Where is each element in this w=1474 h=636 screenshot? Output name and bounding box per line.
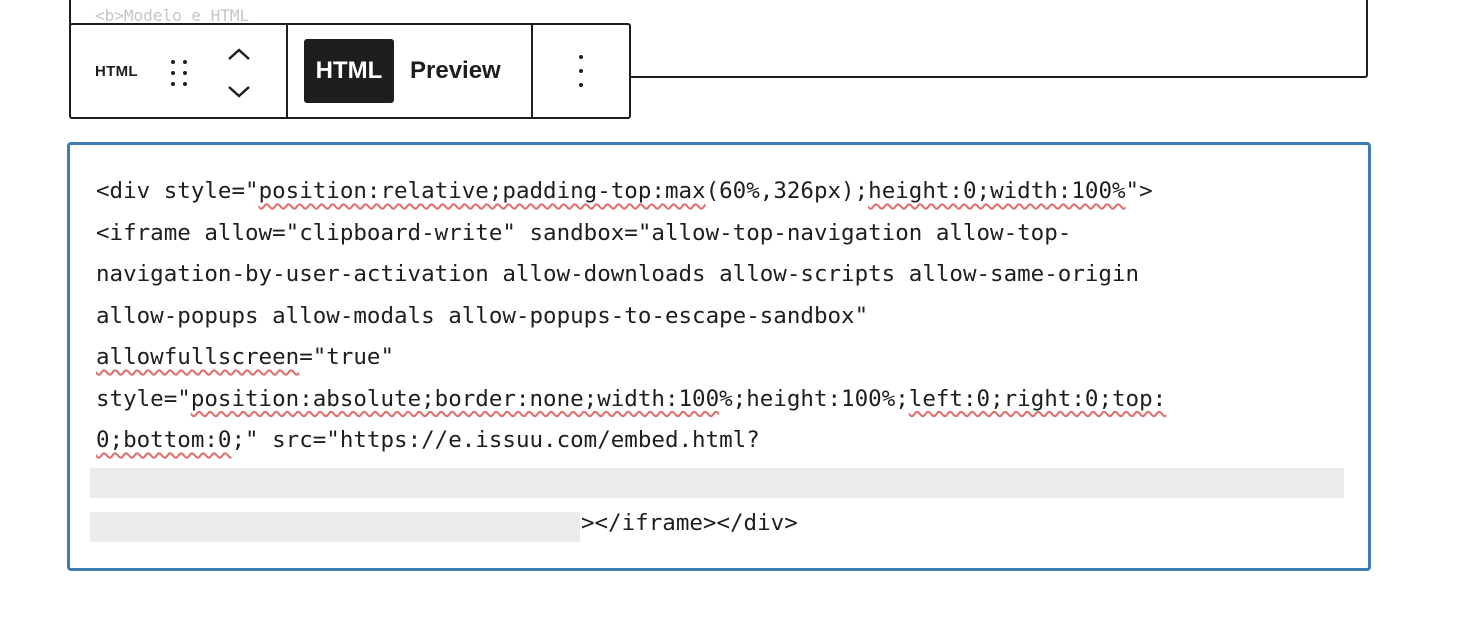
previous-block-text: <b>Modelo e HTML: [95, 6, 250, 25]
code-segment: ="true": [299, 344, 395, 370]
block-mover: [225, 47, 253, 99]
code-segment: style=": [96, 385, 191, 412]
chevron-up-icon[interactable]: [226, 47, 252, 61]
mode-switch-group: HTML Preview: [286, 25, 531, 117]
options-group: [531, 25, 629, 117]
code-segment: ">: [1125, 178, 1153, 204]
code-segment: allow-popups allow-modals allow-popups-t…: [96, 302, 869, 329]
code-line: navigation-by-user-activation allow-down…: [96, 254, 1336, 296]
code-text[interactable]: <div style="position:relative;padding-to…: [96, 171, 1336, 462]
redacted-region: [90, 512, 580, 542]
code-segment: <div style=": [96, 178, 259, 204]
code-line: <div style="position:relative;padding-to…: [96, 171, 1336, 213]
spellcheck-flagged-text: allowfullscreen: [96, 344, 300, 370]
code-closing-tags: ></iframe></div>: [581, 510, 798, 536]
drag-handle-icon[interactable]: [169, 58, 189, 88]
code-segment: ;" src="https://e.issuu.com/embed.html?: [231, 427, 760, 453]
html-code-editor[interactable]: <div style="position:relative;padding-to…: [67, 142, 1371, 571]
code-segment: navigation-by-user-activation allow-down…: [96, 261, 1140, 287]
code-segment: <iframe allow="clipboard-write" sandbox=…: [96, 219, 1072, 246]
spellcheck-flagged-text: height:0;width:100%: [868, 178, 1126, 204]
code-line: 0;bottom:0;" src="https://e.issuu.com/em…: [96, 420, 1336, 462]
spellcheck-flagged-text: position:absolute;border:none;width:100: [190, 385, 720, 412]
spellcheck-flagged-text: position:relative;padding-top:max: [258, 178, 706, 204]
code-line: allowfullscreen="true": [96, 337, 1336, 379]
code-segment: (60%,326px);: [705, 178, 869, 204]
block-toolbar: HTML HTML Preview: [69, 23, 631, 119]
redacted-region: [90, 468, 1344, 498]
code-line: <iframe allow="clipboard-write" sandbox=…: [96, 213, 1336, 255]
html-tab-button[interactable]: HTML: [304, 39, 394, 103]
code-line: allow-popups allow-modals allow-popups-t…: [96, 296, 1336, 338]
code-line: style="position:absolute;border:none;wid…: [96, 379, 1336, 421]
block-type-label[interactable]: HTML: [95, 63, 138, 80]
more-options-icon[interactable]: [575, 55, 587, 87]
code-segment: %;height:100%;: [719, 385, 909, 412]
spellcheck-flagged-text: 0;bottom:0: [96, 427, 232, 453]
block-controls-group: HTML: [71, 25, 286, 117]
spellcheck-flagged-text: left:0;right:0;top:: [908, 385, 1167, 412]
preview-tab-button[interactable]: Preview: [400, 39, 511, 103]
chevron-down-icon[interactable]: [226, 85, 252, 99]
